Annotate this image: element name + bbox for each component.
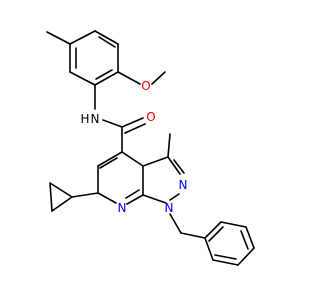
atom-label: N	[91, 112, 100, 126]
atom-label: N	[118, 201, 127, 215]
bond	[51, 196, 73, 212]
bond	[151, 71, 166, 85]
canvas-background	[0, 0, 300, 300]
atom-oxygen-methoxy: O	[141, 79, 150, 93]
bond	[121, 151, 144, 167]
bond-layer	[46, 30, 255, 266]
bond	[240, 230, 249, 250]
bond	[102, 119, 123, 128]
bond	[167, 156, 181, 175]
bond	[97, 192, 117, 204]
bond	[98, 36, 116, 48]
bond	[237, 247, 255, 266]
atom-oxygen-carbonyl: O	[146, 110, 155, 124]
bond	[169, 193, 180, 201]
molecule-structure: O N H O N N N	[0, 0, 300, 300]
bond	[204, 237, 214, 261]
bond	[208, 226, 224, 242]
bond	[117, 71, 141, 85]
bond	[142, 156, 169, 167]
atom-nitrogen-pyridine: N	[118, 201, 127, 215]
bond	[126, 194, 144, 205]
bond	[49, 182, 53, 212]
bond	[124, 123, 146, 134]
bond	[142, 194, 167, 204]
bond	[94, 30, 119, 45]
bond	[180, 232, 206, 239]
bond	[69, 71, 96, 86]
bond	[97, 151, 123, 167]
atom-nitrogen-amide: N H	[80, 112, 99, 126]
bond	[46, 31, 71, 45]
atom-nitrogen-pyrazole-1: N	[165, 201, 174, 215]
atom-label: N	[179, 178, 188, 192]
bond	[49, 182, 73, 198]
bond	[71, 192, 99, 198]
atom-label-layer: O N H O N N N	[80, 79, 187, 215]
atom-label: O	[141, 79, 150, 93]
bond	[212, 259, 239, 266]
atom-nitrogen-pyrazole-2: N	[179, 178, 188, 192]
bond	[214, 254, 237, 260]
bond	[69, 30, 96, 45]
atom-label: O	[146, 110, 155, 124]
atom-label-hydrogen: H	[80, 112, 89, 126]
bond	[125, 189, 140, 199]
bond	[121, 117, 144, 128]
bond	[99, 157, 118, 169]
atom-label: N	[165, 201, 174, 215]
bond	[204, 221, 222, 239]
bond	[245, 226, 255, 249]
bond	[95, 69, 113, 80]
bond	[94, 71, 119, 86]
bond	[169, 213, 182, 234]
bond	[173, 159, 185, 174]
bond	[220, 221, 247, 228]
bond	[167, 133, 171, 158]
